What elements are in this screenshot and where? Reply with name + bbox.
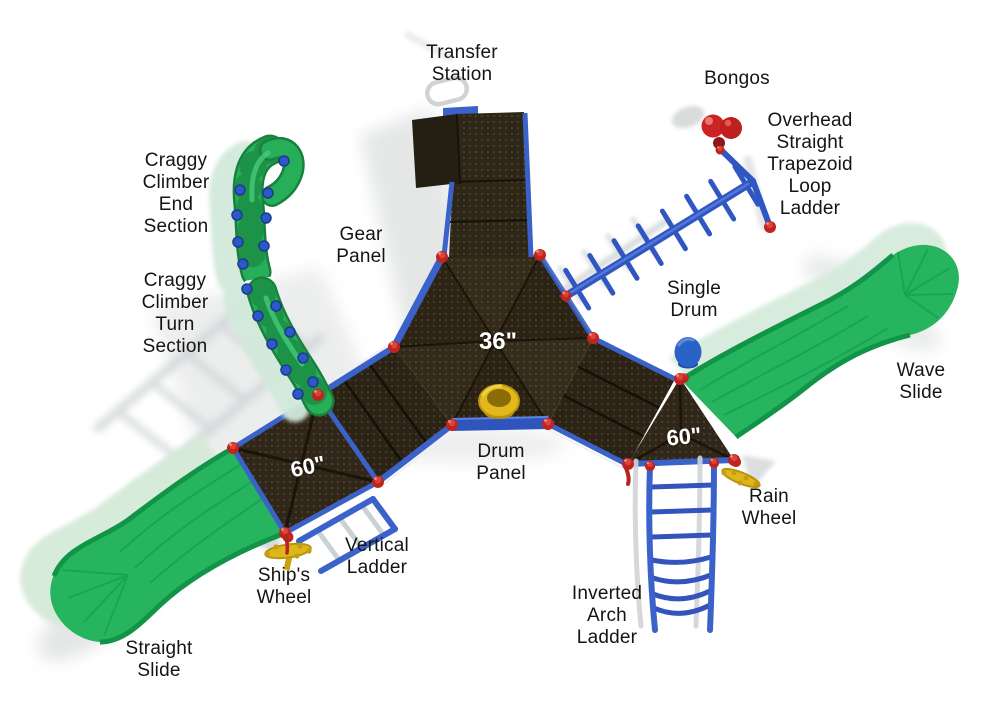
gear-panel-edge [390, 255, 446, 349]
craggy-climber-ghost [209, 141, 310, 422]
label-rain-wheel: Rain Wheel [741, 486, 797, 529]
rain-wheel [721, 456, 761, 489]
label-vertical-ladder: Vertical Ladder [345, 535, 409, 578]
inverted-arch-ladder [632, 455, 717, 633]
label-single-drum: Single Drum [666, 278, 722, 321]
drum-panel-drum [478, 384, 520, 419]
square-deck-60 [230, 392, 381, 536]
transfer-loop-handle [425, 75, 469, 107]
transfer-station-tower [412, 75, 534, 258]
deck-size-60-right: 60" [665, 422, 703, 451]
label-drum-panel: Drum Panel [476, 441, 526, 484]
deck-size-36: 36" [478, 328, 518, 355]
drum-panel [451, 384, 549, 431]
label-craggy-climber-turn: Craggy Climber Turn Section [141, 270, 209, 357]
label-gear-panel: Gear Panel [336, 224, 386, 267]
vertical-ladder [296, 496, 398, 574]
post-caps [227, 249, 740, 555]
overhead-trapezoid-loop-ladder [560, 114, 776, 311]
wave-slide [669, 222, 959, 440]
straight-slide [20, 434, 286, 645]
label-ships-wheel: Ship's Wheel [256, 565, 312, 608]
label-bongos: Bongos [704, 68, 770, 89]
center-deck-36 [390, 253, 596, 431]
label-transfer-station: Transfer Station [426, 42, 498, 85]
climber-knobs [231, 155, 319, 400]
right-bridge-deck [544, 335, 677, 470]
bongos [701, 114, 742, 155]
label-overhead-ladder: Overhead Straight Trapezoid Loop Ladder [767, 110, 853, 219]
label-inverted-arch-ladder: Inverted Arch Ladder [571, 583, 643, 648]
left-bridge-deck [315, 342, 456, 487]
label-wave-slide: Wave Slide [896, 360, 946, 403]
label-craggy-climber-end: Craggy Climber End Section [142, 150, 210, 237]
single-drum [674, 337, 702, 383]
label-straight-slide: Straight Slide [125, 638, 193, 681]
